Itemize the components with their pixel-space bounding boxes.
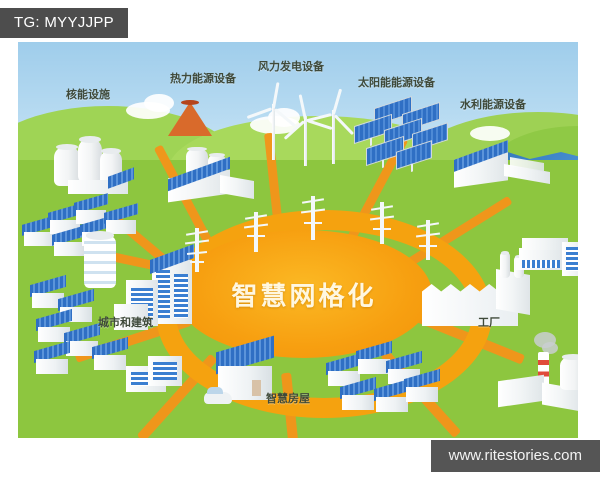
solar-house-cluster-right: [326, 340, 440, 420]
grid-core: 智慧网格化: [176, 230, 432, 358]
transmission-tower: [415, 220, 441, 260]
warehouse-windows: [153, 362, 177, 380]
cloud: [144, 94, 174, 112]
office-windows: [522, 260, 560, 268]
round-tower: [80, 231, 120, 294]
solar-house: [64, 322, 100, 356]
house-body: [358, 359, 390, 374]
solar-house: [92, 336, 128, 370]
smart-grid-illustration: 智慧网格化: [18, 42, 578, 438]
house-door: [252, 380, 261, 396]
office-slab: [522, 238, 568, 250]
stacked-offices: [516, 238, 578, 300]
house-body: [218, 366, 272, 400]
house-body: [94, 355, 126, 370]
solar-house: [22, 215, 56, 246]
wind-turbine: [283, 94, 333, 166]
house-window: [226, 374, 238, 386]
cloud: [470, 126, 510, 141]
office-buildings: [114, 243, 204, 334]
office-tower: [562, 242, 578, 276]
transmission-tower: [184, 228, 210, 272]
house-body: [38, 327, 70, 342]
cooling-tower: [54, 144, 80, 186]
house-body: [376, 397, 408, 412]
solar-house: [52, 225, 86, 256]
solar-house: [104, 203, 138, 234]
thermal-building: [220, 175, 254, 199]
solar-house: [34, 340, 70, 374]
office-slab: [519, 248, 565, 260]
label-hydro: 水利能源设备: [460, 98, 526, 111]
thermal-plant: [164, 146, 268, 206]
cooling-tower: [78, 135, 102, 182]
label-factory: 工厂: [478, 316, 500, 329]
center-title: 智慧网格化: [231, 281, 377, 312]
solar-house: [326, 352, 362, 386]
industrial-plant: [498, 332, 578, 418]
smart-house-structure: [216, 335, 274, 400]
factory: [422, 250, 548, 346]
label-nuclear: 核能设施: [66, 88, 110, 101]
warehouse: [148, 356, 182, 386]
solar-house-cluster-left: [30, 274, 138, 376]
label-house: 智慧房屋: [266, 392, 310, 405]
solar-house: [36, 308, 72, 342]
label-thermal: 热力能源设备: [170, 72, 236, 85]
office-windows: [566, 247, 578, 271]
house-body: [328, 371, 360, 386]
house-body: [406, 387, 438, 402]
watermark: www.ritestories.com: [430, 440, 600, 472]
electric-car: [204, 387, 232, 404]
transmission-tower: [369, 202, 395, 244]
hydro-plant: [448, 138, 558, 204]
label-wind: 风力发电设备: [258, 60, 324, 73]
house-body: [342, 395, 374, 410]
solar-house: [340, 376, 376, 410]
label-solar: 太阳能能源设备: [358, 76, 435, 89]
warehouse-blocks: [126, 352, 186, 402]
label-city: 城市和建筑: [98, 316, 153, 329]
solar-house-cluster-upper-left: [22, 193, 138, 256]
building-windows: [174, 274, 188, 318]
smart-house: [204, 335, 290, 424]
house-body: [106, 220, 136, 234]
volcano: [156, 88, 226, 144]
wind-turbine: [305, 88, 355, 164]
plant-building: [498, 374, 544, 408]
solar-farm: [338, 95, 448, 170]
solar-house: [374, 378, 410, 412]
tg-badge: TG: MYYJJPP: [0, 8, 128, 38]
smoke-puff: [542, 342, 558, 354]
house-body: [66, 341, 98, 356]
nuclear-plant: [52, 132, 142, 198]
house-body: [32, 293, 64, 308]
plant-cooling-tower: [560, 354, 578, 390]
solar-house: [30, 274, 66, 308]
house-body: [24, 232, 54, 246]
solar-house: [356, 340, 392, 374]
wind-turbine: [246, 82, 296, 160]
house-body: [54, 242, 84, 256]
factory-stack: [500, 250, 510, 278]
solar-house: [404, 368, 440, 402]
low-building: [114, 304, 148, 330]
transmission-tower: [300, 196, 326, 240]
tower-body: [84, 231, 116, 288]
house-body: [36, 359, 68, 374]
building-windows: [156, 270, 170, 318]
factory-chimney: [538, 352, 549, 396]
transmission-tower: [243, 212, 269, 252]
